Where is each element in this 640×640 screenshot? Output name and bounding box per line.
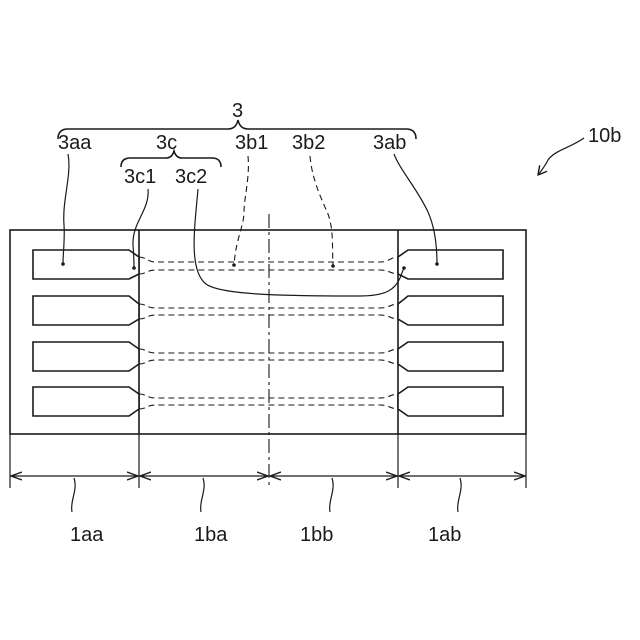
leader-1bb <box>330 478 333 512</box>
right-pad <box>398 387 503 416</box>
leader-3aa <box>63 154 69 264</box>
end-pad-right-label: 3ab <box>373 132 406 154</box>
left-pad-group <box>33 250 139 416</box>
left-pad <box>33 387 139 416</box>
right-pad <box>398 250 503 279</box>
leader-3c2 <box>194 189 404 296</box>
leader-3ab <box>394 154 437 264</box>
right-pad <box>398 342 503 371</box>
figure-ref-label: 10b <box>588 125 621 147</box>
dashed-trace <box>139 360 398 364</box>
curved-right-label: 3c2 <box>175 166 207 188</box>
zone-left-end-label: 1aa <box>70 524 104 546</box>
curved-left-label: 3c1 <box>124 166 156 188</box>
leader-1aa <box>72 478 75 512</box>
zone-center-right-label: 1bb <box>300 524 333 546</box>
direction-arrow-icon <box>538 138 584 175</box>
leader-1ba <box>201 478 204 512</box>
leader-1ab <box>458 478 461 512</box>
right-pad-group <box>398 250 503 416</box>
straight-left-label: 3b1 <box>235 132 268 154</box>
straight-right-label: 3b2 <box>292 132 325 154</box>
left-pad <box>33 342 139 371</box>
end-pad-left-label: 3aa <box>58 132 92 154</box>
leader-3b1 <box>234 156 248 265</box>
right-pad <box>398 296 503 325</box>
zone-right-end-label: 1ab <box>428 524 461 546</box>
left-pad <box>33 250 139 279</box>
left-pad <box>33 296 139 325</box>
zone-center-left-label: 1ba <box>194 524 228 546</box>
leader-3b2 <box>310 156 333 266</box>
conductor-label: 3 <box>232 100 243 122</box>
